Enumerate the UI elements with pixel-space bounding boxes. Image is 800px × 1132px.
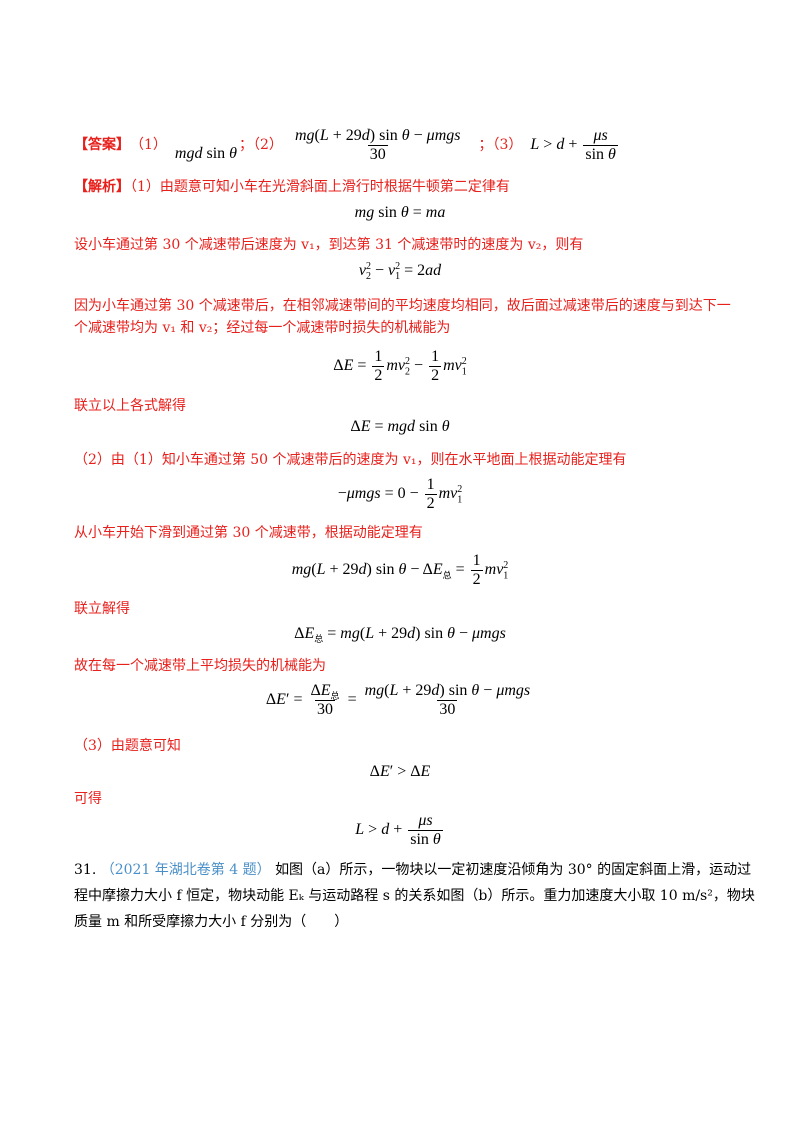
formula-newton: mg sin θ = ma (354, 204, 446, 221)
question-source: （2021 年湖北卷第 4 题） (100, 862, 271, 878)
answer-formula-1: mgd sin θ (174, 145, 238, 162)
analysis-step-9: （3）由题意可知 (74, 738, 181, 754)
analysis-step-6: 从小车开始下滑到通过第 30 个减速带，根据动能定理有 (74, 525, 423, 541)
question-text-1: 如图（a）所示，一物块以一定初速度沿倾角为 30° 的固定斜面上滑，运动过 (275, 862, 752, 878)
analysis-step-1: （1）由题意可知小车在光滑斜面上滑行时根据牛顿第二定律有 (130, 179, 510, 195)
analysis-step-3a: 因为小车通过第 30 个减速带后，在相邻减速带间的平均速度均相同，故后面过减速带… (74, 298, 731, 314)
formula-energy-result: ΔE = mgd sin θ (350, 418, 450, 435)
analysis-step-7: 联立解得 (74, 601, 130, 617)
analysis-step-5: （2）由（1）知小车通过第 50 个减速带后的速度为 v₁，则在水平地面上根据动… (74, 452, 627, 468)
analysis-step-3b: 个减速带均为 v₁ 和 v₂；经过每一个减速带时损失的机械能为 (74, 320, 451, 336)
question-text-2: 程中摩擦力大小 f 恒定，物块动能 Eₖ 与运动路程 s 的关系如图（b）所示。… (74, 888, 755, 904)
answer-label: 【答案】 (74, 137, 130, 153)
answer-part3-label: ；（3） (478, 137, 523, 153)
formula-total-loss: ΔE总 = mg(L + 29d) sin θ − μmgs (294, 625, 506, 645)
analysis-step-4: 联立以上各式解得 (74, 398, 186, 414)
analysis-label: 【解析】 (74, 179, 130, 195)
analysis-line-1: 【解析】（1）由题意可知小车在光滑斜面上滑行时根据牛顿第二定律有 (74, 177, 510, 197)
formula-inequality: ΔE′ > ΔE (369, 763, 431, 780)
analysis-step-2: 设小车通过第 30 个减速带后速度为 v₁，到达第 31 个减速带时的速度为 v… (74, 237, 584, 253)
answer-part1-label: （1） (130, 137, 167, 153)
question-line-1: 31. （2021 年湖北卷第 4 题） 如图（a）所示，一物块以一定初速度沿倾… (74, 860, 751, 880)
question-number: 31. (74, 862, 97, 878)
formula-kinematics: v22 − v12 = 2ad (358, 260, 442, 283)
analysis-step-10: 可得 (74, 791, 102, 807)
analysis-step-8: 故在每一个减速带上平均损失的机械能为 (74, 658, 326, 674)
answer-part2-label: ；（2） (239, 137, 283, 153)
question-text-3: 质量 m 和所受摩擦力大小 f 分别为（ ） (74, 914, 349, 930)
answer-line: 【答案】 （1） mgd sin θ ；（2） mg(L + 29d) sin … (74, 126, 620, 164)
